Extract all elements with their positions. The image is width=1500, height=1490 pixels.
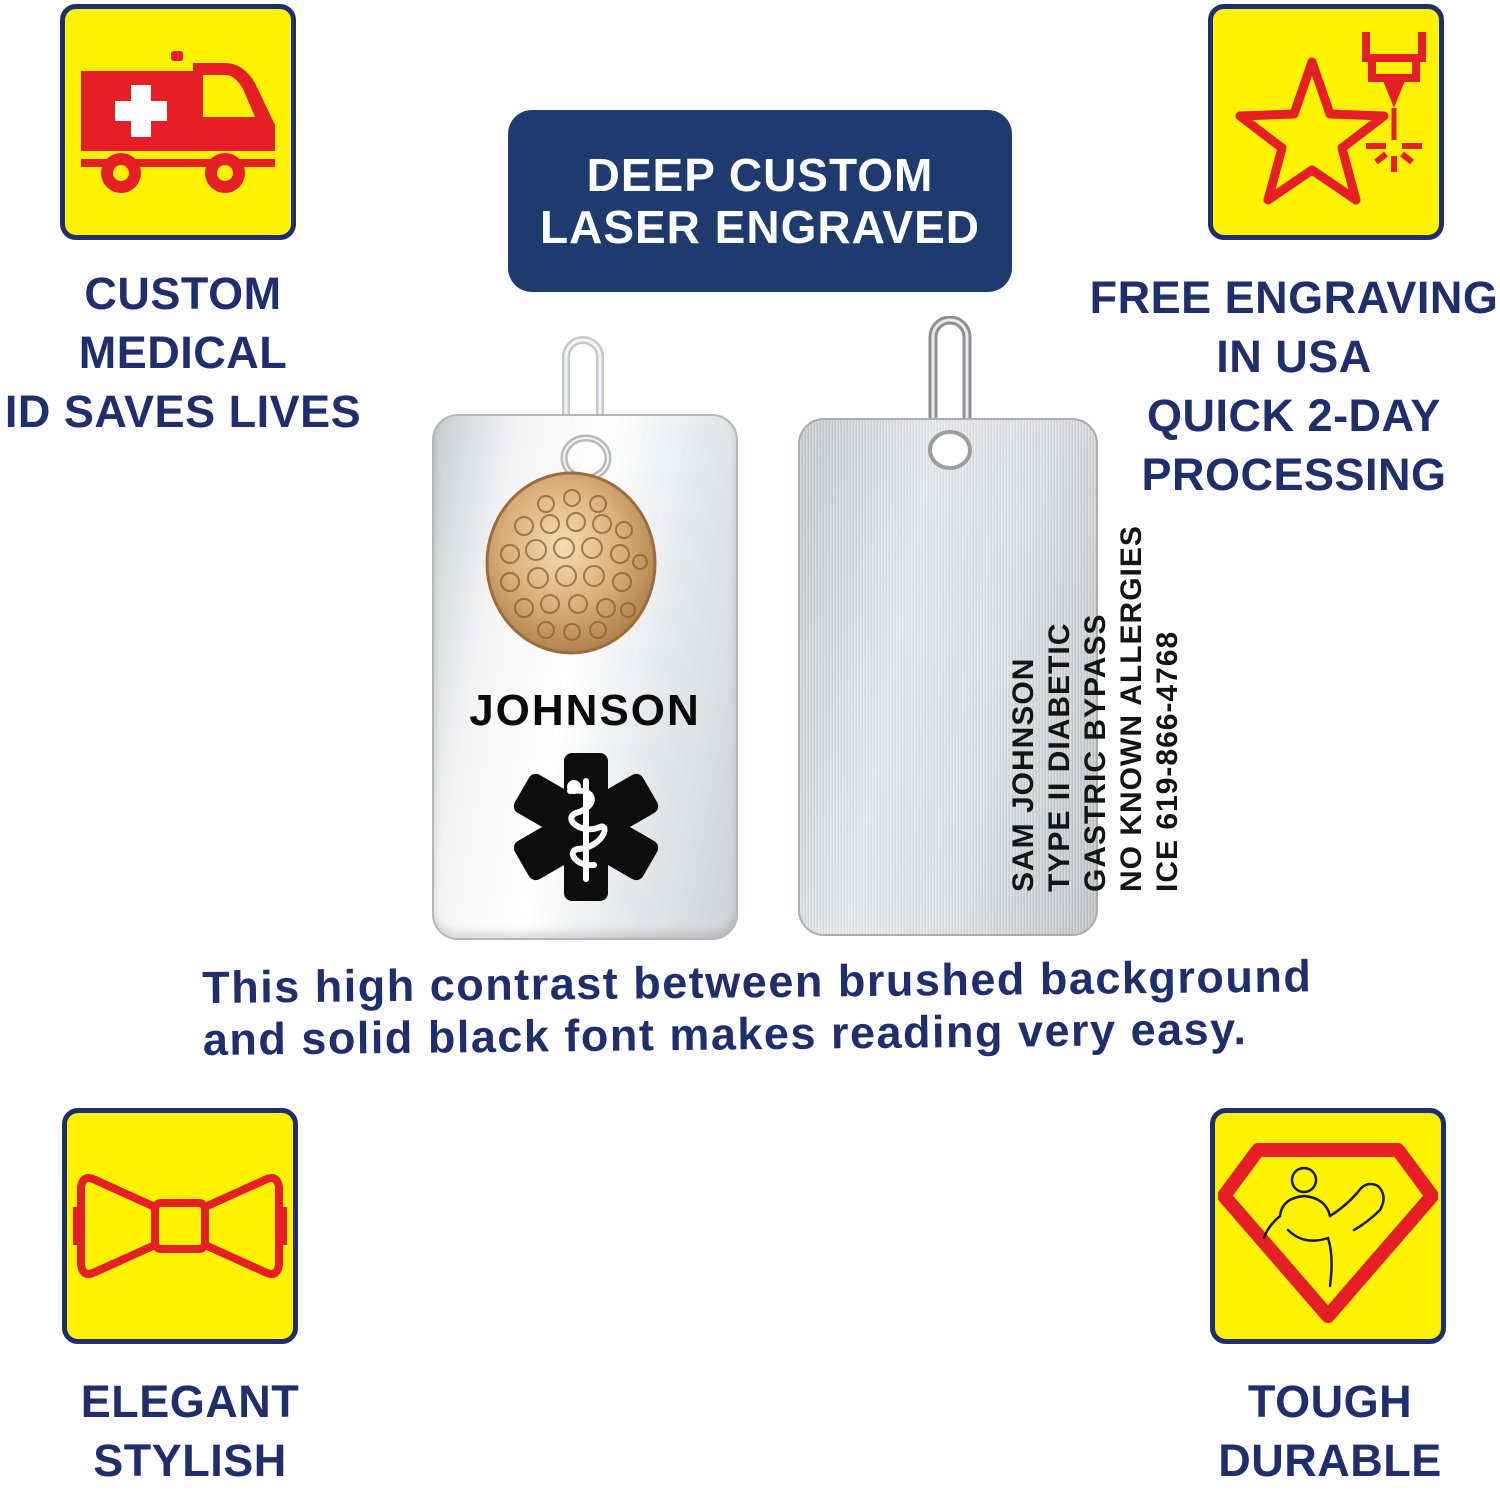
golf-ball-charm-icon [485,471,657,655]
feature-line: STYLISH [93,1435,287,1486]
feature-text-top-left: CUSTOM MEDICAL ID SAVES LIVES [0,264,366,441]
medical-star-of-life-icon [513,753,659,901]
feature-line: IN USA [1216,331,1372,382]
engraving-line: NO KNOWN ALLERGIES [1115,525,1148,892]
feature-line: QUICK 2-DAY [1147,390,1441,441]
back-tag-engraving: SAM JOHNSON TYPE II DIABETIC GASTRIC BYP… [1006,525,1186,892]
feature-line: TOUGH [1247,1376,1413,1427]
feature-line: ELEGANT [80,1376,300,1427]
laser-star-icon [1235,32,1426,205]
ambulance-badge [60,4,296,240]
feature-line: FREE ENGRAVING [1089,272,1499,323]
feature-line: ID SAVES LIVES [4,386,362,437]
feature-text-bottom-right: TOUGH DURABLE [1180,1372,1480,1490]
headline-line-1: DEEP CUSTOM [586,149,934,201]
back-dog-tag [798,418,1098,936]
feature-line: CUSTOM [84,268,282,319]
feature-line: MEDICAL [78,327,288,378]
feature-line: DURABLE [1218,1435,1442,1486]
bow-tie-badge [62,1108,298,1344]
laser-star-badge [1208,4,1444,240]
engraving-line: ICE 619-866-4768 [1151,630,1184,892]
engraving-line: GASTRIC BYPASS [1079,613,1112,892]
feature-text-top-right: FREE ENGRAVING IN USA QUICK 2-DAY PROCES… [1088,268,1500,504]
front-tag-name: JOHNSON [469,686,701,735]
superhero-shield-icon [1218,1143,1438,1323]
headline-line-2: LASER ENGRAVED [540,201,980,253]
engraving-line: SAM JOHNSON [1007,657,1040,892]
superhero-shield-badge [1210,1108,1446,1344]
bow-tie-icon [73,1174,287,1278]
headline-banner: DEEP CUSTOM LASER ENGRAVED [508,110,1012,292]
ambulance-icon [77,51,279,193]
engraving-line: TYPE II DIABETIC [1043,622,1076,892]
contrast-caption: This high contrast between brushed backg… [202,949,1423,1066]
back-tag-hole [928,430,972,470]
feature-line: PROCESSING [1141,449,1447,500]
feature-text-bottom-left: ELEGANT STYLISH [40,1372,340,1490]
